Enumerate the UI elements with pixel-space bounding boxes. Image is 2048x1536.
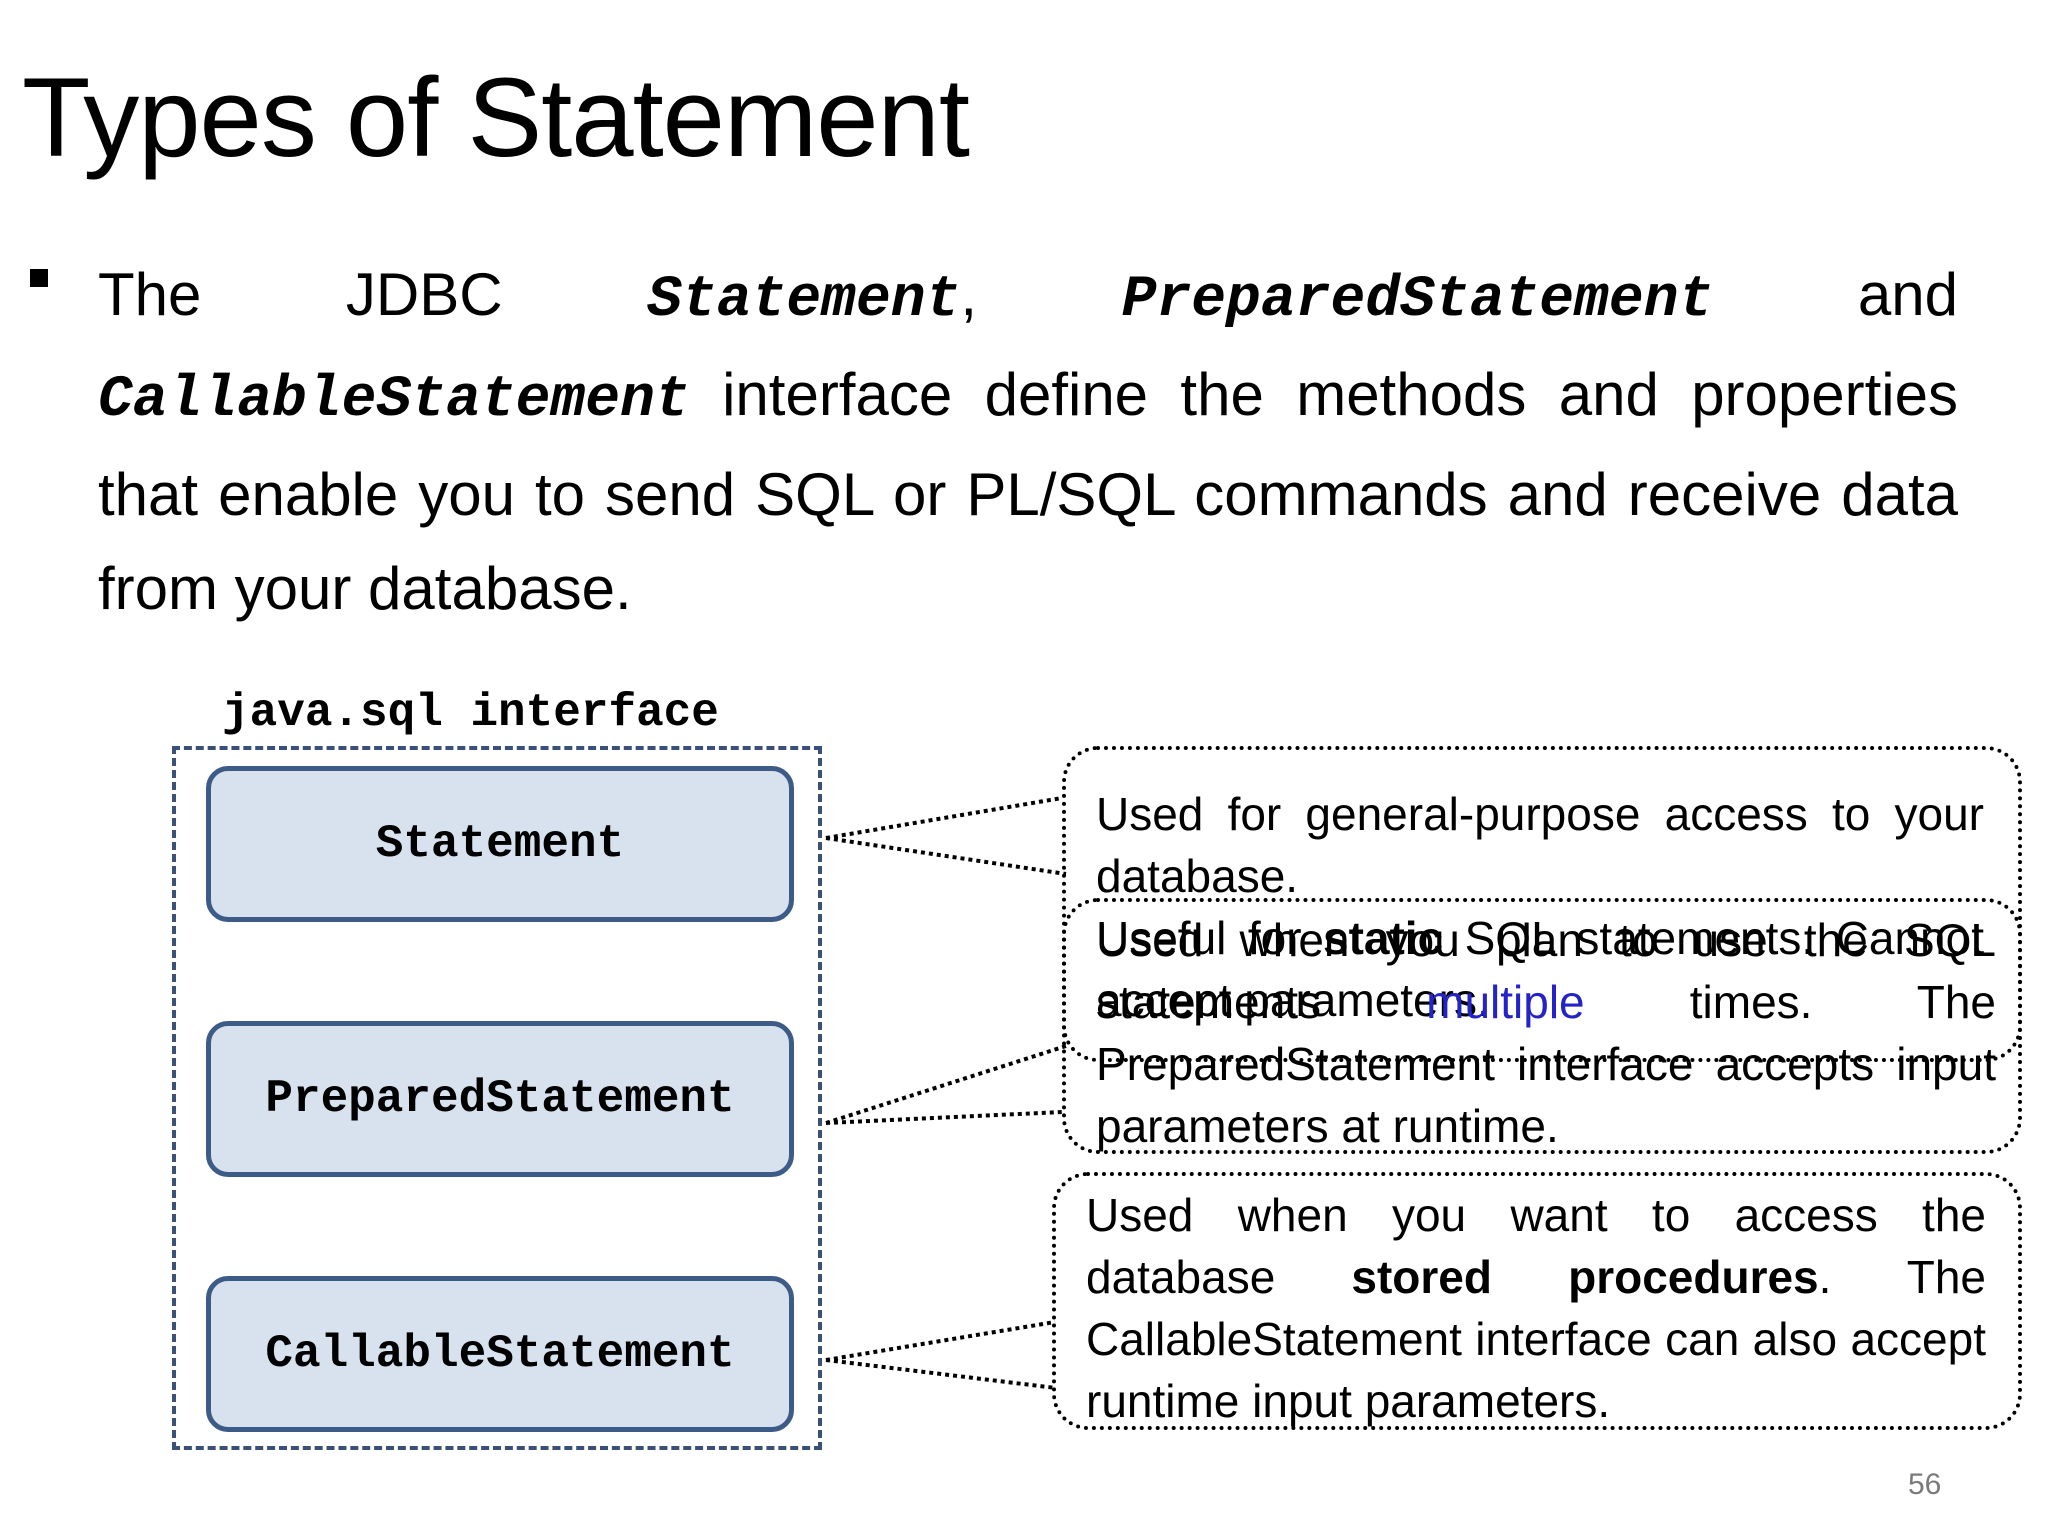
bullet-and: and <box>1713 261 1958 328</box>
slide-title: Types of Statement <box>22 55 970 180</box>
statement-description: Used for general-purpose access to your … <box>1096 783 1984 1031</box>
callable-connector-bottom <box>825 1358 1057 1390</box>
interface-frame <box>172 746 822 1450</box>
statement-description-line2: Useful for static SQL statements. Cannot… <box>1096 912 1984 1026</box>
bullet-paragraph: The JDBC Statement, PreparedStatement an… <box>98 248 1958 636</box>
bullet-rest: interface define the methods and propert… <box>98 361 1958 622</box>
term-statement: Statement <box>647 268 961 333</box>
callable-statement-box: CallableStatement <box>206 1276 794 1432</box>
prepared-statement-box: PreparedStatement <box>206 1021 794 1177</box>
interface-label: java.sql interface <box>222 687 719 739</box>
statement-box: Statement <box>206 766 794 922</box>
term-callable-statement: CallableStatement <box>98 368 690 433</box>
callable-connector-top <box>825 1320 1056 1362</box>
page-number: 56 <box>1908 1468 1942 1501</box>
stored-procedures-bold: stored procedures <box>1351 1251 1819 1303</box>
statement-connector-top <box>825 796 1063 840</box>
statement-connector-bottom <box>825 836 1067 876</box>
multiple-highlight: multiple <box>1426 976 1585 1028</box>
prepared-connector-bottom <box>825 1110 1063 1125</box>
term-prepared-statement: PreparedStatement <box>1121 268 1714 333</box>
bullet-marker <box>30 269 48 287</box>
callable-description: Used when you want to access the databas… <box>1086 1189 1986 1427</box>
callable-callout <box>1052 1172 2022 1430</box>
statement-callout <box>1062 746 2022 1062</box>
statement-description-line1: Used for general-purpose access to your … <box>1096 788 1984 902</box>
prepared-connector-top <box>825 1044 1067 1125</box>
prepared-description: Used when you plan to use the SQL statem… <box>1096 914 1996 1152</box>
prepared-callout <box>1062 898 2022 1154</box>
bullet-prefix: The JDBC <box>98 261 648 328</box>
bullet-comma: , <box>960 261 1122 328</box>
